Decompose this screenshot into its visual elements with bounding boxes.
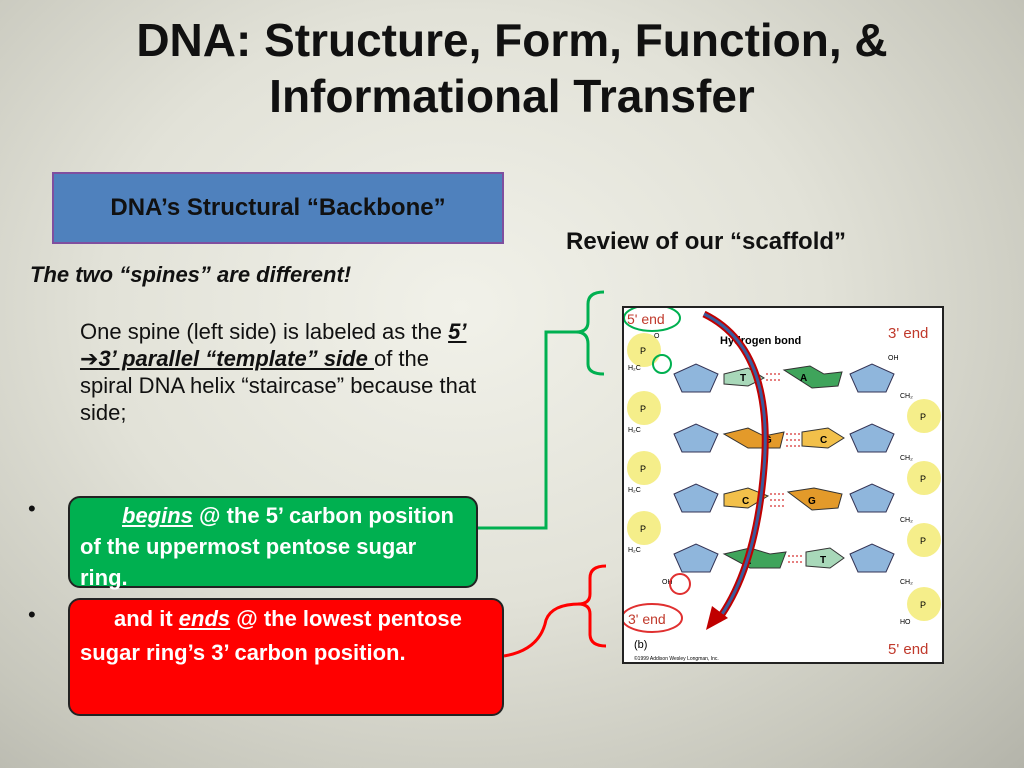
ho-label: HO — [900, 619, 911, 626]
three-prime-end-top: 3' end — [888, 325, 928, 342]
ends-callout: and it ends @ the lowest pentose sugar r… — [68, 598, 504, 716]
three-prime-end-bottom: 3' end — [628, 611, 666, 627]
base-t-label: T — [740, 373, 746, 384]
phosphate-p-label: P — [920, 412, 926, 422]
sugar-left-1 — [673, 363, 719, 393]
thymine-base — [805, 547, 845, 569]
phosphate-p-label: P — [640, 404, 646, 414]
phosphate-left-4 — [627, 511, 661, 545]
arrow-icon: ➔ — [80, 346, 99, 371]
sugar-right-1 — [849, 363, 895, 393]
green-bracket — [575, 290, 605, 376]
base-a-label: A — [800, 373, 807, 384]
phosphate-right-3 — [907, 523, 941, 557]
sugar-right-4 — [849, 543, 895, 573]
sugar-right-3 — [849, 483, 895, 513]
phosphate-right-1 — [907, 399, 941, 433]
strand-direction-arrow-outline — [702, 310, 769, 623]
base-pair-3: C G — [723, 487, 843, 511]
bullet-2: • — [28, 602, 36, 627]
begins-callout: begins @ the 5’ carbon position of the u… — [68, 496, 478, 590]
base-c-label: C — [742, 496, 749, 507]
slide-title: DNA: Structure, Form, Function, & Inform… — [0, 12, 1024, 124]
guanine-base — [786, 487, 843, 511]
right-phosphates: P P P P — [907, 399, 941, 621]
para-text-2: of the spiral DNA helix “staircase” beca… — [80, 346, 477, 425]
sugar-right-2 — [849, 423, 895, 453]
oh-label: OH — [888, 355, 899, 362]
copyright-label: ©1999 Addison Wesley Longman, Inc. — [634, 655, 719, 662]
h2c-label: H₂C — [628, 365, 641, 372]
para-text-1: One spine (left side) is labeled as the — [80, 319, 449, 344]
sugar-left-4 — [673, 543, 719, 573]
phosphate-p-label: P — [640, 346, 646, 356]
adenine-base — [722, 547, 787, 569]
right-sugars — [849, 363, 895, 573]
base-t-label: T — [820, 555, 826, 566]
bullet-1: • — [28, 496, 36, 521]
h2c-label: H₂C — [628, 427, 641, 434]
base-pair-2: G C — [722, 427, 845, 449]
phosphate-p-label: P — [920, 536, 926, 546]
title-line-2: Informational Transfer — [269, 70, 755, 122]
h2c-label: H₂C — [628, 547, 641, 554]
phosphate-left-2 — [627, 391, 661, 425]
o-label: O — [654, 333, 660, 340]
five-prime-highlight — [624, 308, 681, 332]
cytosine-base — [801, 427, 845, 449]
dna-diagram-svg: P P P P P P P P — [624, 308, 941, 662]
begins-text: @ the 5’ carbon position of the uppermos… — [80, 503, 454, 590]
h2c-label: H₂C — [628, 487, 641, 494]
left-sugars — [673, 363, 719, 573]
phosphate-left-3 — [627, 451, 661, 485]
begins-emphasis: begins — [122, 503, 193, 528]
ends-pre: and it — [114, 606, 179, 631]
phosphate-p-label: P — [920, 600, 926, 610]
phosphate-p-label: P — [920, 474, 926, 484]
sugar-left-3 — [673, 483, 719, 513]
red-bracket — [577, 564, 607, 648]
ch2-label: CH₂ — [900, 579, 913, 586]
oh-label: OH — [662, 579, 673, 586]
phosphate-right-4 — [907, 587, 941, 621]
green-connector-line — [478, 330, 578, 530]
strand-direction-arrow — [703, 312, 767, 621]
phosphate-p-label: P — [640, 464, 646, 474]
spine-description: One spine (left side) is labeled as the … — [80, 318, 480, 426]
carbon-3-highlight — [669, 573, 691, 595]
spines-subtitle: The two “spines” are different! — [30, 262, 352, 287]
panel-b-label: (b) — [634, 639, 647, 651]
guanine-base — [722, 427, 785, 449]
phosphate-left-1 — [627, 333, 661, 367]
base-g-label: G — [808, 496, 816, 507]
sugar-left-2 — [673, 423, 719, 453]
backbone-section-box: DNA’s Structural “Backbone” — [52, 172, 504, 244]
left-phosphates: P P P P — [627, 333, 661, 545]
ch2-label: CH₂ — [900, 455, 913, 462]
phosphate-p-label: P — [640, 524, 646, 534]
title-line-1: DNA: Structure, Form, Function, & — [136, 14, 888, 66]
three-prime-highlight — [624, 603, 683, 633]
ch2-label: CH₂ — [900, 393, 913, 400]
section-box-label: DNA’s Structural “Backbone” — [110, 194, 446, 221]
para-emphasis-template: 3’ parallel “template” side — [98, 346, 374, 371]
five-prime-end-top: 5' end — [627, 311, 665, 327]
para-emphasis-5prime: 5’ — [448, 319, 467, 344]
ends-emphasis: ends — [178, 606, 231, 631]
ch2-label: CH₂ — [900, 517, 913, 524]
arrow-head-icon — [706, 606, 728, 630]
adenine-base — [782, 365, 843, 389]
ends-text: @ the lowest pentose sugar ring’s 3’ car… — [80, 606, 462, 665]
phosphate-right-2 — [907, 461, 941, 495]
dna-structure-diagram: P P P P P P P P — [622, 306, 944, 664]
five-prime-end-bottom: 5' end — [888, 641, 928, 658]
review-heading: Review of our “scaffold” — [566, 228, 847, 255]
red-connector-line — [503, 602, 581, 658]
base-c-label: C — [820, 435, 827, 446]
base-pair-1: T A — [723, 365, 843, 389]
carbon-5-highlight — [652, 354, 672, 374]
